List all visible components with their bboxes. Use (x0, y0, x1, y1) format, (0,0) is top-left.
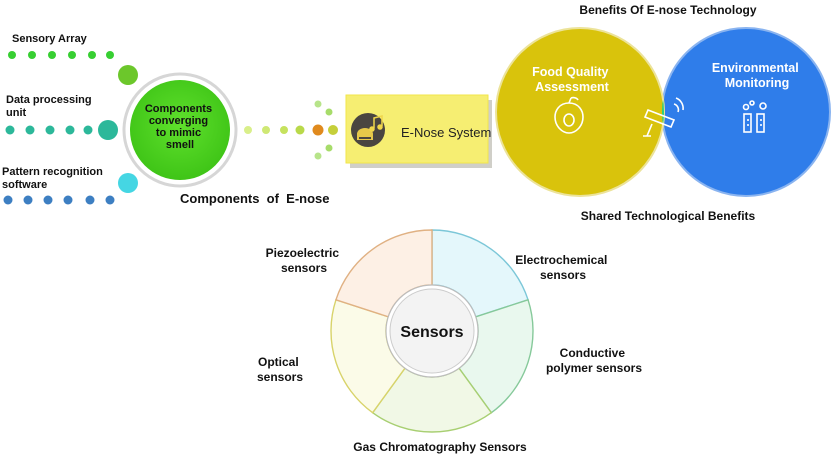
factory-icon (742, 100, 767, 133)
sensory-array-dot (28, 51, 36, 59)
pattern-recognition-dot (23, 195, 33, 205)
segment-label-gas-chromatography: Gas Chromatography Sensors (353, 440, 527, 454)
music-robot-icon (357, 115, 383, 140)
venn-right-label: Environmental Monitoring (712, 61, 802, 90)
segment-label-piezoelectric: Piezoelectric sensors (266, 246, 343, 275)
sensory-array-dots (8, 51, 138, 85)
segment-label-conductive-polymer: Conductive polymer sensors (546, 346, 642, 375)
input-label-sensory-array: Sensory Array (12, 33, 88, 45)
input-label-data-processing: Data processing unit (6, 94, 95, 119)
hub-to-system-dot (328, 125, 338, 135)
data-processing-dot (25, 125, 35, 135)
hub-to-system-dot (280, 126, 288, 134)
sensor-segments (330, 229, 534, 433)
pattern-recognition-dot (105, 195, 115, 205)
hub-to-system-dot (244, 126, 252, 134)
benefits-section: Benefits Of E-nose Technology Food Quali… (495, 3, 831, 223)
pattern-recognition-dot (3, 195, 13, 205)
hub-to-system-dot (325, 108, 333, 116)
benefits-title: Benefits Of E-nose Technology (579, 3, 756, 17)
sensory-array-dot (8, 51, 16, 59)
data-processing-dot (65, 125, 75, 135)
sensors-section: Sensors Electrochemical sensors Conducti… (257, 229, 642, 454)
data-processing-dot (5, 125, 15, 135)
data-processing-dot (98, 120, 118, 140)
hub-to-system-dot (295, 125, 305, 135)
sensory-array-dot (106, 51, 114, 59)
data-processing-dots (5, 120, 118, 140)
sensory-array-dot (118, 65, 138, 85)
data-processing-dot (83, 125, 93, 135)
pattern-recognition-dot (63, 195, 73, 205)
sensors-center-label: Sensors (400, 324, 463, 341)
hub-to-system-dot (312, 124, 324, 136)
venn-left-label: Food Quality Assessment (532, 65, 612, 94)
system-label: E-Nose System (401, 125, 491, 140)
pattern-recognition-dot (43, 195, 53, 205)
input-label-pattern-recognition: Pattern recognition software (2, 166, 106, 191)
pattern-recognition-dot (85, 195, 95, 205)
venn-left-circle (495, 27, 665, 197)
hub-to-system-dot (325, 144, 333, 152)
segment-label-optical: Optical sensors (257, 355, 303, 384)
components-section: Sensory Array Data processing unit Patte… (2, 33, 492, 206)
venn-right-circle (661, 27, 831, 197)
hub-to-system-dot (314, 100, 322, 108)
sensory-array-dot (88, 51, 96, 59)
sensory-array-dot (48, 51, 56, 59)
hub-to-system-dot (314, 152, 322, 160)
pattern-recognition-dots (3, 173, 138, 205)
hub-circle (130, 80, 230, 180)
fruit-icon (554, 96, 584, 134)
sensors-center (389, 288, 475, 374)
segment-label-electrochemical: Electrochemical sensors (515, 253, 610, 282)
pattern-recognition-dot (118, 173, 138, 193)
hub-to-system-dot (262, 126, 270, 134)
hub-to-system-dots (244, 100, 338, 160)
benefits-caption: Shared Technological Benefits (581, 209, 756, 223)
sensory-array-dot (68, 51, 76, 59)
hub-label: Components converging to mimic smell (145, 103, 215, 151)
data-processing-dot (45, 125, 55, 135)
components-caption: Components of E-nose (180, 191, 330, 206)
security-camera-icon (643, 97, 684, 137)
